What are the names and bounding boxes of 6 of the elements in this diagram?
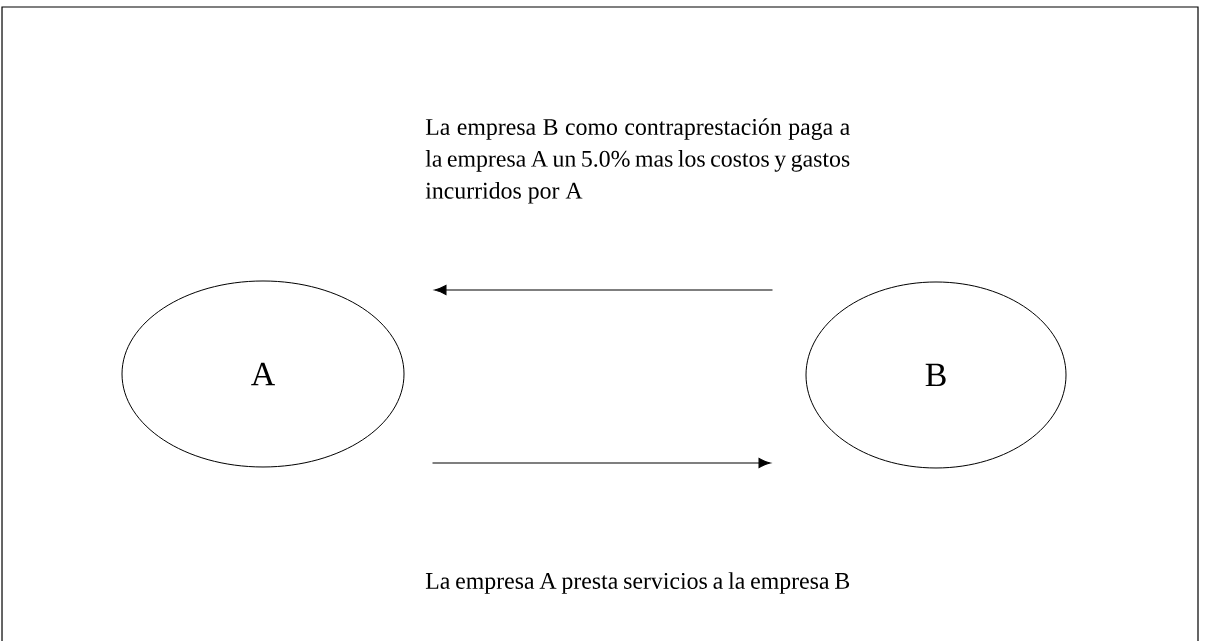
arrow: [434, 284, 774, 296]
edge-label: La empresa A presta servicios a la empresa B: [425, 572, 850, 594]
ellipse-node: B: [805, 281, 1067, 469]
edge-label: La empresa B como contraprestación paga a la empresa A un 5.0% mas los costos y gastos incurridos por A: [425, 118, 850, 204]
ellipse-node: A: [121, 280, 405, 468]
arrow: [431, 457, 771, 469]
